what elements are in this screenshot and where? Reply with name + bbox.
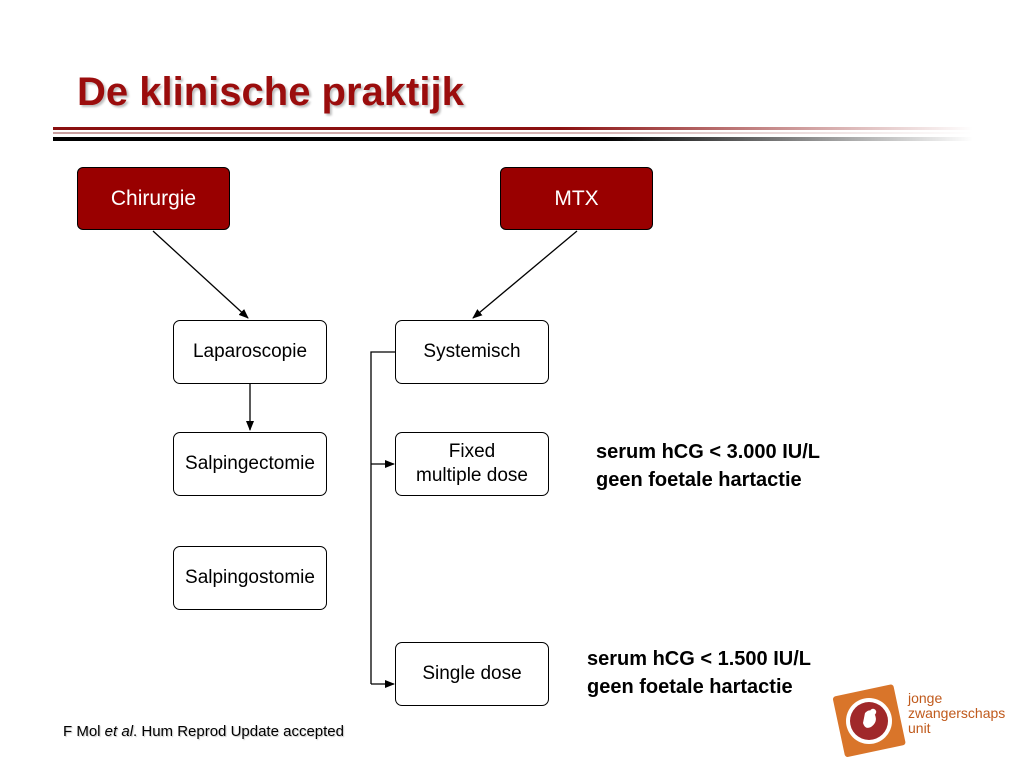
jonge-zwangerschaps-unit-logo	[832, 684, 906, 757]
box-salpingectomie: Salpingectomie	[173, 432, 327, 496]
box-systemisch-label: Systemisch	[423, 341, 521, 362]
box-chirurgie-label: Chirurgie	[110, 186, 197, 210]
box-mtx: MTX	[500, 167, 653, 230]
box-salpingostomie: Salpingostomie	[173, 546, 327, 610]
citation-etal: et al	[104, 723, 134, 740]
box-fixed-multiple-dose: Fixed multiple dose	[395, 432, 549, 496]
logo-text-line1: jonge	[908, 690, 943, 706]
box-fixed-label-line2: multiple dose	[416, 465, 528, 486]
box-single-dose: Single dose	[395, 642, 549, 706]
title-rule-bottom	[53, 137, 973, 141]
box-salpingectomie-label: Salpingectomie	[185, 453, 315, 474]
box-fixed-label-line1: Fixed	[448, 441, 496, 462]
note-fixed-line1: serum hCG < 3.000 IU/L	[596, 441, 820, 463]
logo-text-line3: unit	[908, 720, 931, 736]
box-single-dose-label: Single dose	[422, 663, 522, 684]
logo-text: jonge zwangerschaps unit	[908, 691, 1005, 736]
arrow-mtx-systemisch	[472, 230, 578, 319]
citation: F Mol et al. Hum Reprod Update accepted	[63, 723, 344, 740]
box-mtx-label: MTX	[554, 186, 599, 210]
box-laparoscopie: Laparoscopie	[173, 320, 327, 384]
bracket-systemisch	[370, 351, 395, 684]
note-single-line2: geen foetale hartactie	[587, 676, 793, 698]
note-single-line1: serum hCG < 1.500 IU/L	[587, 648, 811, 670]
logo-text-line2: zwangerschaps	[908, 705, 1006, 721]
slide-title: De klinische praktijk	[77, 70, 464, 114]
box-chirurgie: Chirurgie	[77, 167, 230, 230]
citation-author: F Mol	[63, 723, 105, 740]
box-systemisch: Systemisch	[395, 320, 549, 384]
title-rule-top	[53, 127, 973, 130]
box-laparoscopie-label: Laparoscopie	[192, 341, 308, 362]
citation-rest: . Hum Reprod Update accepted	[133, 723, 344, 740]
note-fixed: serum hCG < 3.000 IU/L geen foetale hart…	[596, 438, 820, 494]
title-rule-middle	[53, 132, 973, 134]
note-fixed-line2: geen foetale hartactie	[596, 469, 802, 491]
note-single: serum hCG < 1.500 IU/L geen foetale hart…	[587, 645, 811, 701]
box-salpingostomie-label: Salpingostomie	[185, 567, 315, 588]
arrow-chirurgie-laparoscopie	[152, 230, 249, 319]
